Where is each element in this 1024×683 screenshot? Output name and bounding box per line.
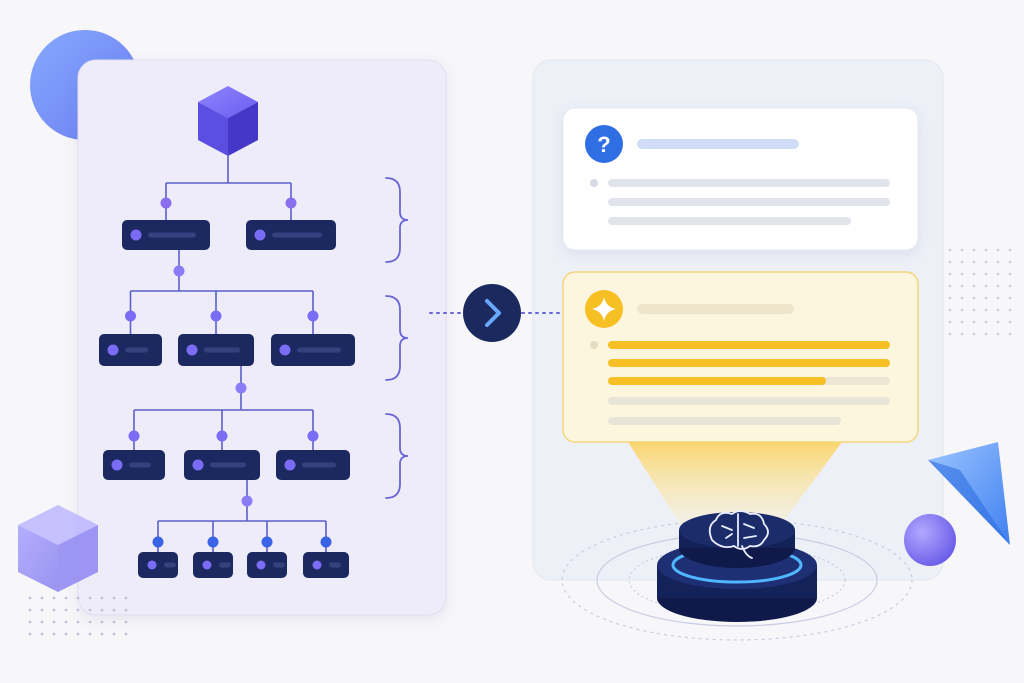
glass-cube-decoration bbox=[18, 505, 98, 592]
light-beam bbox=[628, 442, 842, 540]
question-text-line bbox=[608, 217, 851, 225]
node-dot bbox=[186, 344, 198, 356]
bracket-level-1 bbox=[385, 177, 409, 263]
tree-joint bbox=[207, 536, 219, 548]
tree-node bbox=[271, 334, 355, 366]
node-label-line bbox=[329, 562, 341, 568]
tree-joint bbox=[307, 310, 319, 322]
tree-joint bbox=[307, 430, 319, 442]
node-label-line bbox=[125, 347, 148, 353]
tree-node bbox=[276, 450, 350, 480]
answer-bullet bbox=[590, 341, 598, 349]
question-mark-glyph: ? bbox=[597, 132, 610, 157]
tree-joint bbox=[173, 265, 185, 277]
brain-engine-base bbox=[657, 512, 817, 622]
tree-joint bbox=[125, 310, 136, 322]
node-label-line bbox=[272, 232, 322, 238]
hierarchy-panel bbox=[77, 59, 447, 616]
dot-grid-right bbox=[948, 248, 1012, 336]
decorative-sphere bbox=[904, 514, 956, 566]
tree-joint bbox=[210, 310, 222, 322]
tree-joint bbox=[285, 197, 297, 209]
node-label-line bbox=[148, 232, 196, 238]
chevron-right-icon bbox=[485, 299, 501, 327]
node-dot bbox=[256, 560, 266, 570]
cube-icon bbox=[198, 86, 258, 156]
bracket-level-2 bbox=[385, 295, 409, 381]
question-text-line bbox=[608, 198, 890, 206]
question-title-line bbox=[637, 139, 799, 149]
tree-joint bbox=[320, 536, 332, 548]
tree-joint bbox=[216, 430, 228, 442]
bracket-level-3 bbox=[385, 413, 409, 499]
question-text-line bbox=[608, 179, 890, 187]
node-dot bbox=[312, 560, 322, 570]
tree-joint bbox=[152, 536, 164, 548]
tree-node bbox=[193, 552, 233, 578]
node-label-line bbox=[219, 562, 231, 568]
question-card: ? bbox=[562, 107, 919, 251]
tree-joint bbox=[261, 536, 273, 548]
node-label-line bbox=[273, 562, 285, 568]
tree-node bbox=[303, 552, 349, 578]
tree-node bbox=[99, 334, 162, 366]
answer-highlight-line bbox=[608, 359, 890, 367]
flow-arrow-button[interactable] bbox=[463, 284, 521, 342]
tree-node bbox=[103, 450, 165, 480]
sparkle-glyph bbox=[592, 297, 616, 321]
node-dot bbox=[279, 344, 291, 356]
question-mark-icon bbox=[585, 125, 623, 163]
node-dot bbox=[254, 229, 266, 241]
node-dot bbox=[284, 459, 296, 471]
node-dot bbox=[107, 344, 119, 356]
crystal-gem-decoration bbox=[928, 442, 1010, 545]
answer-text-line bbox=[608, 417, 841, 425]
tree-nodes bbox=[99, 197, 355, 578]
node-label-line bbox=[204, 347, 240, 353]
question-bullet bbox=[590, 179, 598, 187]
node-dot bbox=[192, 459, 204, 471]
node-label-line bbox=[210, 462, 246, 468]
node-dot bbox=[130, 229, 142, 241]
tree-joint bbox=[160, 197, 172, 209]
answer-highlight-line bbox=[608, 341, 890, 349]
tree-node bbox=[246, 220, 336, 250]
node-dot bbox=[147, 560, 157, 570]
brain-icon bbox=[708, 510, 769, 559]
node-label-line bbox=[164, 562, 176, 568]
tree-joint bbox=[235, 382, 247, 394]
answer-title-line bbox=[637, 304, 794, 314]
tree-node bbox=[122, 220, 210, 250]
node-dot bbox=[111, 459, 123, 471]
tree-node bbox=[178, 334, 254, 366]
answer-text-line bbox=[608, 397, 890, 405]
tree-joint bbox=[128, 430, 140, 442]
tree-node bbox=[184, 450, 260, 480]
level-brackets bbox=[385, 177, 409, 499]
node-label-line bbox=[297, 347, 341, 353]
node-label-line bbox=[302, 462, 336, 468]
tree-joint bbox=[241, 495, 253, 507]
answer-highlight-line bbox=[608, 377, 826, 385]
dot-grid-left bbox=[28, 596, 128, 636]
tree-node bbox=[138, 552, 178, 578]
tree-node bbox=[247, 552, 287, 578]
node-label-line bbox=[129, 462, 151, 468]
node-dot bbox=[202, 560, 212, 570]
answer-card bbox=[562, 271, 919, 443]
tree-connectors bbox=[129, 156, 327, 552]
